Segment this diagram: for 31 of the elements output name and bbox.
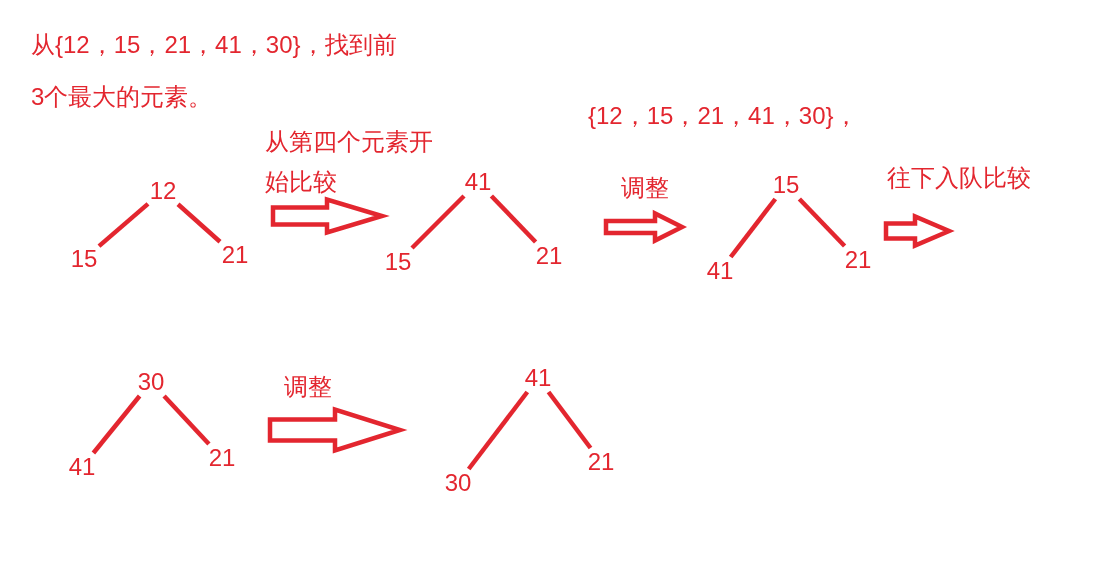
node-value: 15	[383, 248, 413, 276]
branch-line	[176, 202, 222, 244]
branch-line	[728, 197, 778, 259]
node-value: 41	[67, 453, 97, 481]
note-text: 从{12，15，21，41，30}，找到前3个最大的元素。	[31, 30, 398, 112]
branch-line	[97, 202, 150, 248]
node-value: 21	[843, 246, 873, 274]
branch-line	[162, 394, 211, 446]
block-arrow	[603, 209, 688, 245]
block-arrow	[883, 213, 955, 249]
branch-line	[489, 194, 538, 244]
node-value: 21	[220, 241, 250, 269]
node-value: 41	[705, 257, 735, 285]
branch-line	[91, 394, 142, 455]
block-arrow	[270, 196, 390, 236]
set-text: {12，15，21，41，30}，	[588, 101, 858, 131]
node-value: 41	[523, 364, 553, 392]
branch-line	[466, 390, 530, 471]
node-value: 21	[586, 448, 616, 476]
branch-line	[410, 194, 466, 250]
branch-line	[797, 197, 847, 248]
block-arrow	[267, 406, 408, 454]
node-value: 41	[463, 168, 493, 196]
branch-line	[546, 390, 593, 450]
node-value: 12	[148, 177, 178, 205]
node-value: 30	[136, 368, 166, 396]
node-value: 30	[443, 469, 473, 497]
node-value: 21	[534, 242, 564, 270]
node-value: 21	[207, 444, 237, 472]
node-value: 15	[771, 171, 801, 199]
node-value: 15	[69, 245, 99, 273]
